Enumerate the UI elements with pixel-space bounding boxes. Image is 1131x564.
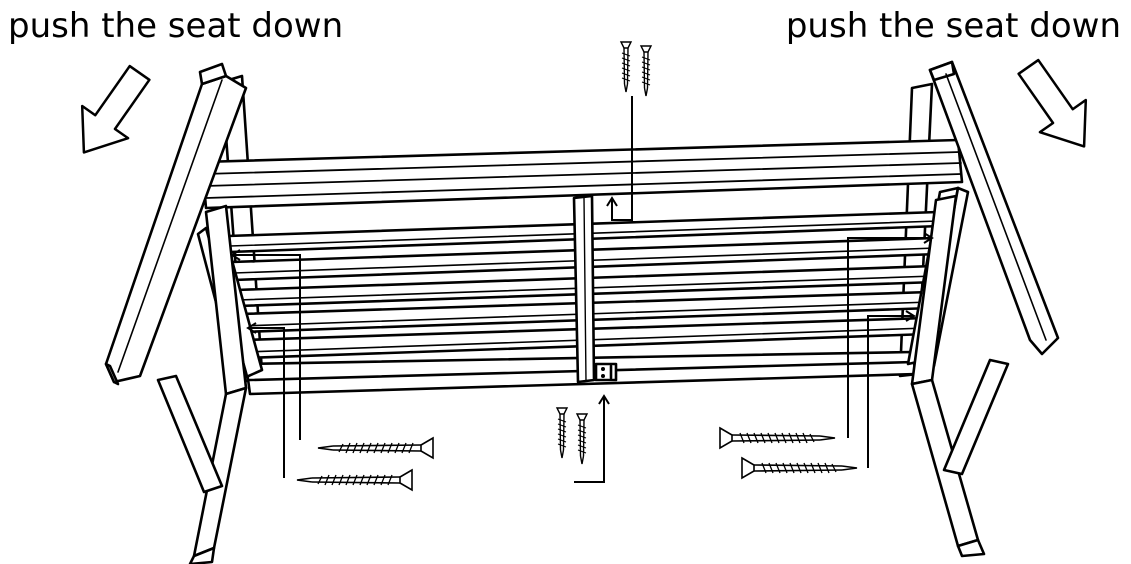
left-stretcher [156, 374, 224, 494]
screw-icon [296, 469, 413, 491]
center-support [572, 194, 596, 384]
right-front-leg-foot [956, 538, 986, 558]
right-front-leg-lower [910, 378, 980, 548]
screw-icon [620, 41, 652, 97]
screw-icon [741, 457, 858, 479]
push-down-arrow-icon [1017, 58, 1088, 148]
caption-push-seat-left: push the seat down [8, 6, 344, 46]
screw-icon [317, 437, 434, 459]
screw-hole-plate [594, 362, 618, 382]
right-stretcher [942, 358, 1010, 476]
screw-icon [719, 427, 836, 449]
caption-push-seat-right: push the seat down [785, 6, 1121, 46]
left-front-leg-foot [188, 546, 216, 564]
push-down-arrow-icon [80, 64, 151, 154]
screw-icon [556, 407, 588, 465]
